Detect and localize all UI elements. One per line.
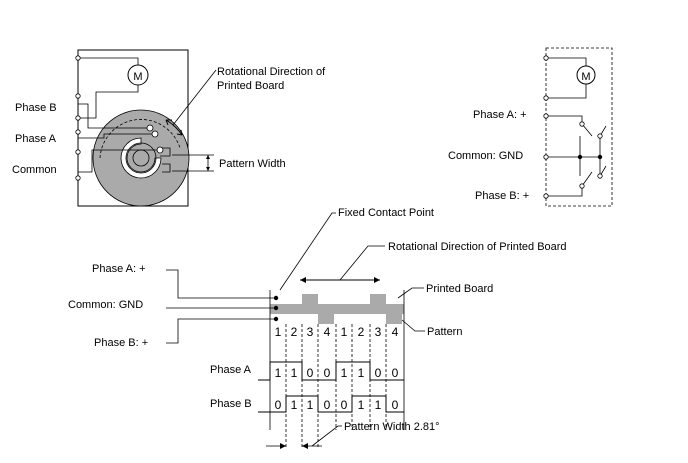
phase-a-label: Phase A: [15, 133, 57, 145]
position-number: 2: [291, 325, 298, 339]
encoder-illustration: M: [75, 49, 217, 207]
common-label: Common: [12, 164, 57, 176]
phase-b-waveform: [258, 395, 404, 413]
phase-a-waveform: [258, 361, 404, 381]
encoder-housing: [77, 49, 189, 207]
position-number: 2: [358, 325, 365, 339]
phase-a-bit: 1: [341, 366, 348, 380]
phase-b-bit: 1: [375, 398, 382, 412]
phase-b-bits: 0 1 1 0 0 1 1 0: [275, 398, 399, 412]
phase-b-bit: 0: [324, 398, 331, 412]
timing-phase-b-label: Phase B: +: [94, 337, 148, 349]
position-numbers: 1 2 3 4 1 2 3 4: [275, 325, 399, 339]
printed-board-label-top: Printed Board: [217, 80, 284, 92]
motor-label: M: [133, 71, 142, 83]
phase-a-bit: 0: [375, 366, 382, 380]
position-number: 3: [307, 325, 314, 339]
printed-board-label: Printed Board: [426, 283, 493, 295]
phase-b-label: Phase B: [15, 102, 57, 114]
position-number: 1: [341, 325, 348, 339]
schematic-common-label: Common: GND: [448, 150, 523, 162]
schematic-motor-label: M: [581, 71, 590, 83]
phase-b-bit: 0: [341, 398, 348, 412]
wave-phase-b-label: Phase B: [210, 398, 252, 410]
position-number: 3: [375, 325, 382, 339]
phase-b-bit: 0: [392, 398, 399, 412]
rotational-direction-label: Rotational Direction of: [217, 66, 326, 78]
phase-a-bit: 0: [307, 366, 314, 380]
phase-b-bit: 1: [291, 398, 298, 412]
phase-b-bit: 0: [275, 398, 282, 412]
pattern-width-degree-label: Pattern Width 2.81°: [344, 421, 440, 433]
pattern-width-dimension: [266, 425, 342, 449]
rotational-direction-board-label: Rotational Direction of Printed Board: [388, 241, 567, 253]
schematic-phase-b-label: Phase B: +: [475, 190, 529, 202]
phase-a-bit: 0: [324, 366, 331, 380]
position-number: 1: [275, 325, 282, 339]
schematic-boundary: [545, 47, 613, 207]
phase-a-bit: 1: [275, 366, 282, 380]
phase-a-bits: 1 1 0 0 1 1 0 0: [275, 366, 399, 380]
timing-common-label: Common: GND: [68, 299, 143, 311]
pattern-label: Pattern: [427, 326, 462, 338]
schematic-phase-a-label: Phase A: +: [473, 109, 527, 121]
phase-a-bit: 1: [291, 366, 298, 380]
pattern-width-label: Pattern Width: [219, 158, 286, 170]
timing-phase-a-label: Phase A: +: [92, 263, 146, 275]
phase-b-bit: 1: [307, 398, 314, 412]
phase-a-bit: 1: [358, 366, 365, 380]
position-number: 4: [392, 325, 399, 339]
phase-b-bit: 1: [358, 398, 365, 412]
encoder-schematic: M: [543, 47, 613, 207]
position-number: 4: [324, 325, 331, 339]
phase-a-bit: 0: [392, 366, 399, 380]
wave-phase-a-label: Phase A: [210, 364, 252, 376]
contact-pattern-board: [270, 294, 404, 324]
printed-board-disk: [93, 110, 189, 206]
fixed-contact-point-label: Fixed Contact Point: [338, 207, 434, 219]
